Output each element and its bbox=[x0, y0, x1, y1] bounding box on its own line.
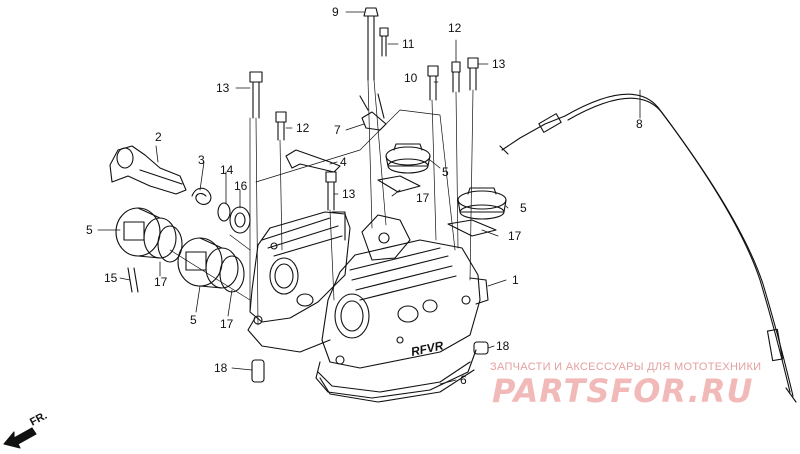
breather-cap-lower bbox=[457, 187, 507, 220]
callout-10: 10 bbox=[404, 71, 418, 85]
o-ring-upper bbox=[377, 175, 421, 193]
rear-head-cover bbox=[247, 211, 351, 353]
bracket bbox=[285, 149, 341, 173]
callout-5-right: 5 bbox=[520, 201, 527, 215]
tappet-cap-lower bbox=[177, 237, 245, 293]
callout-9: 9 bbox=[332, 5, 339, 19]
callout-1: 1 bbox=[512, 273, 519, 287]
callout-2: 2 bbox=[155, 130, 162, 144]
callout-17-left: 17 bbox=[154, 275, 168, 289]
callout-16: 16 bbox=[234, 179, 248, 193]
spring bbox=[191, 187, 212, 205]
callout-5-left: 5 bbox=[86, 223, 93, 237]
collar-lower-left bbox=[251, 359, 265, 383]
callout-7: 7 bbox=[334, 123, 341, 137]
head-cover-gasket bbox=[319, 369, 475, 403]
callout-5-upper: 5 bbox=[442, 165, 449, 179]
callout-13-left: 13 bbox=[216, 81, 230, 95]
callout-5-lower: 5 bbox=[190, 313, 197, 327]
callout-8: 8 bbox=[636, 117, 643, 131]
oil-seal bbox=[229, 206, 251, 234]
cable bbox=[499, 93, 797, 403]
collar-right bbox=[473, 341, 489, 355]
callout-18-left: 18 bbox=[214, 361, 228, 375]
front-head-cover bbox=[315, 211, 489, 399]
tappet-cap-upper bbox=[115, 207, 183, 263]
front-direction-arrow bbox=[3, 427, 37, 449]
callout-12-left: 12 bbox=[296, 121, 310, 135]
callout-3: 3 bbox=[198, 153, 205, 167]
callout-13-right: 13 bbox=[492, 57, 506, 71]
callout-17-right: 17 bbox=[508, 229, 522, 243]
washer bbox=[217, 202, 231, 222]
callout-11: 11 bbox=[402, 37, 415, 51]
callout-13-middle: 13 bbox=[342, 187, 356, 201]
bolts bbox=[249, 7, 479, 211]
watermark-tagline: ЗАПЧАСТИ И АКСЕССУАРЫ ДЛЯ МОТОТЕХНИКИ bbox=[490, 361, 762, 373]
callout-6: 6 bbox=[460, 373, 467, 387]
callout-14: 14 bbox=[220, 163, 234, 177]
o-ring-lower bbox=[447, 219, 497, 237]
callout-18-right: 18 bbox=[496, 339, 510, 353]
callout-15: 15 bbox=[104, 271, 118, 285]
callout-17-upper: 17 bbox=[416, 191, 430, 205]
callout-17-lower: 17 bbox=[220, 317, 234, 331]
watermark-brand: PARTSFOR.RU bbox=[492, 372, 754, 410]
callout-4: 4 bbox=[340, 155, 347, 169]
decomp-lever bbox=[109, 145, 187, 195]
cover-logo: RFVR bbox=[410, 338, 445, 359]
breather-cap-upper bbox=[385, 143, 431, 174]
callout-12-right: 12 bbox=[448, 21, 462, 35]
